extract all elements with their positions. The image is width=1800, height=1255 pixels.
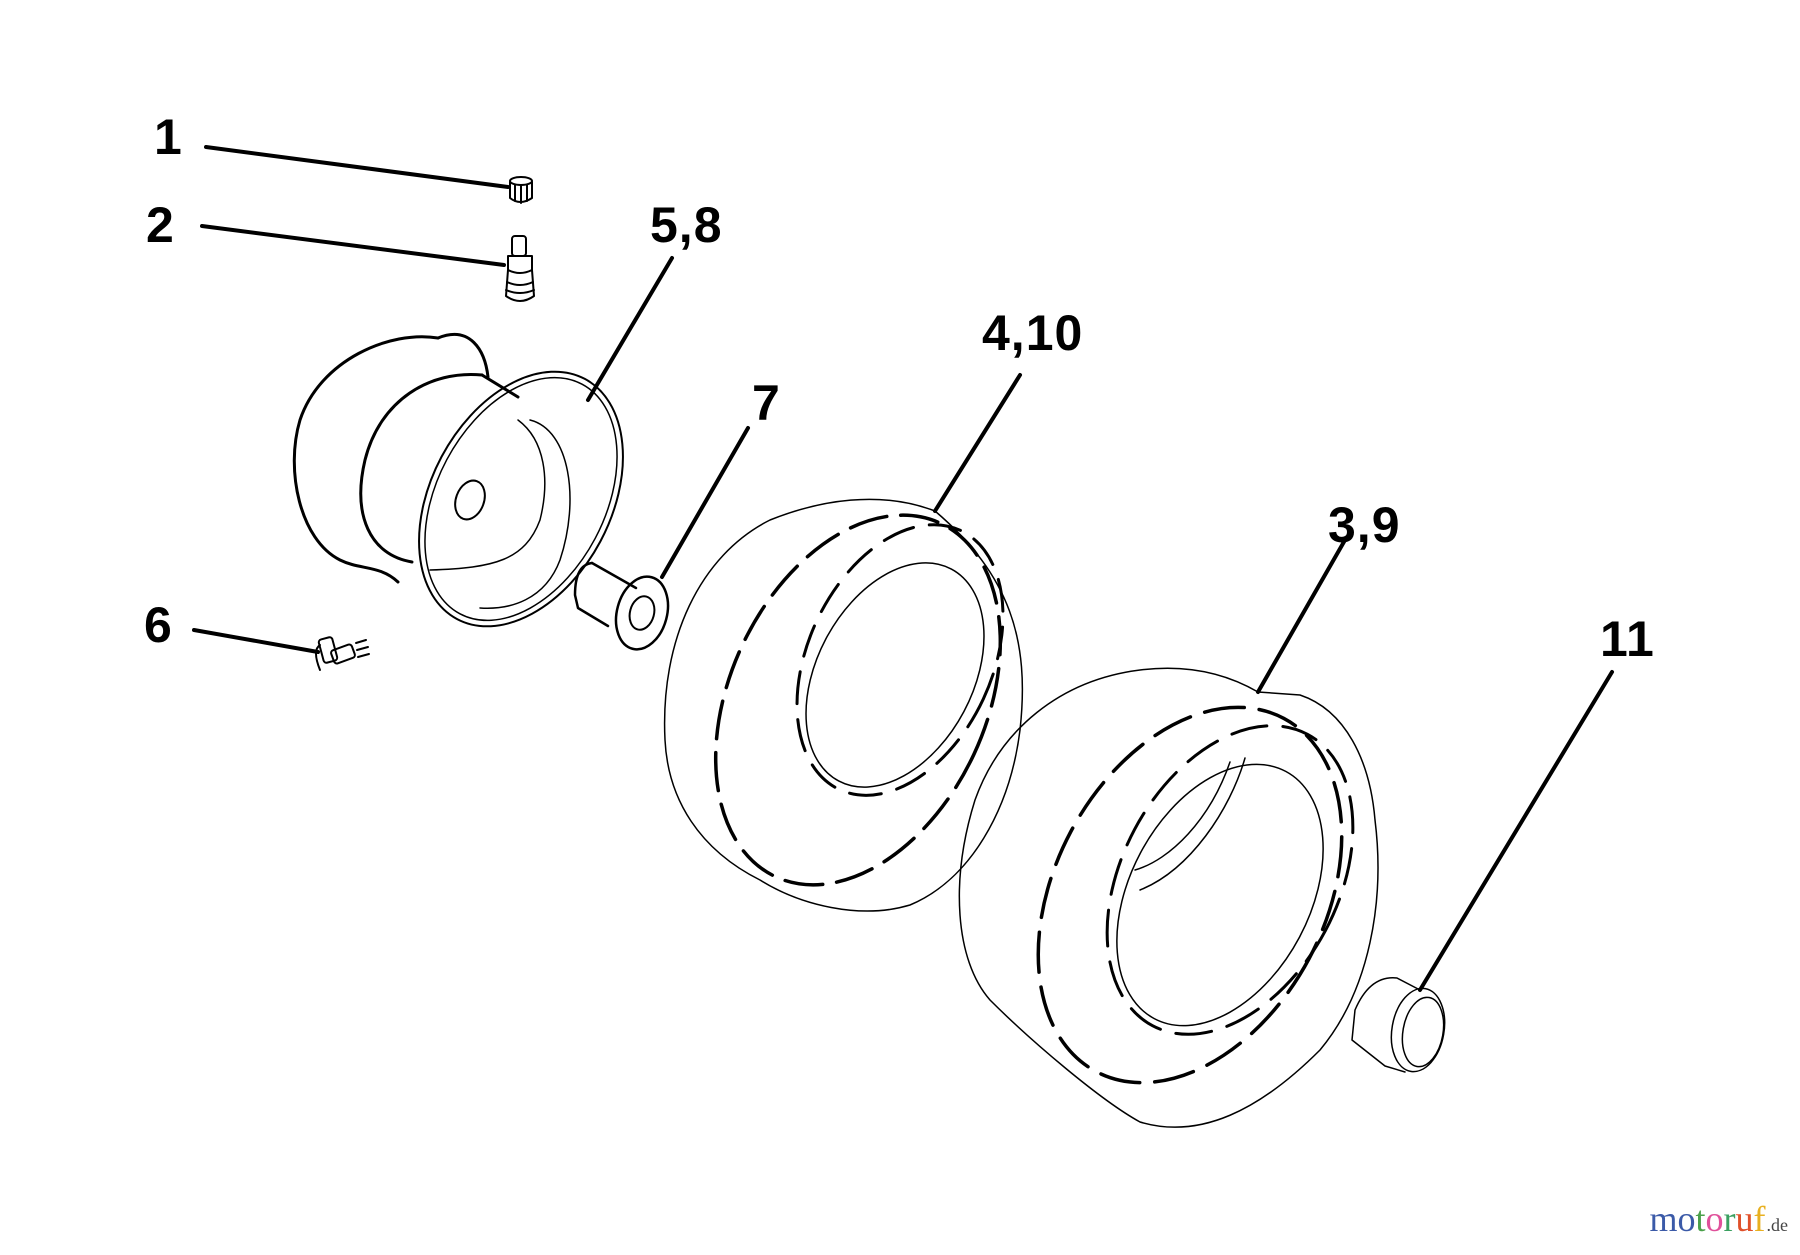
callout-11: 11 [1600, 611, 1655, 667]
watermark-letter: o [1677, 1199, 1696, 1239]
watermark-letter: t [1695, 1199, 1706, 1239]
tire-rear-icon [958, 667, 1379, 1128]
watermark-letter: f [1753, 1199, 1766, 1239]
callout-1: 1 [154, 109, 183, 165]
watermark-letter: m [1649, 1199, 1678, 1239]
rim-icon [292, 332, 624, 628]
hub-cap-icon [1351, 977, 1446, 1073]
leader-lines [192, 145, 1614, 992]
callout-6: 6 [144, 597, 173, 653]
valve-cap-icon [509, 176, 533, 204]
watermark-letter: o [1705, 1199, 1724, 1239]
tire-front-icon [663, 498, 1024, 912]
callout-2: 2 [146, 197, 175, 253]
bushing-icon [573, 561, 670, 651]
watermark-tld: .de [1766, 1215, 1789, 1235]
watermark-letter: u [1735, 1199, 1754, 1239]
callout-3-9: 3,9 [1328, 497, 1401, 553]
valve-stem-icon [505, 235, 535, 302]
callout-5-8: 5,8 [650, 197, 723, 253]
watermark-logo: motoruf.de [1649, 1201, 1788, 1237]
grease-fitting-icon [315, 636, 370, 671]
callout-7: 7 [752, 375, 781, 431]
callout-4-10: 4,10 [982, 305, 1084, 361]
watermark-letter: r [1723, 1199, 1736, 1239]
